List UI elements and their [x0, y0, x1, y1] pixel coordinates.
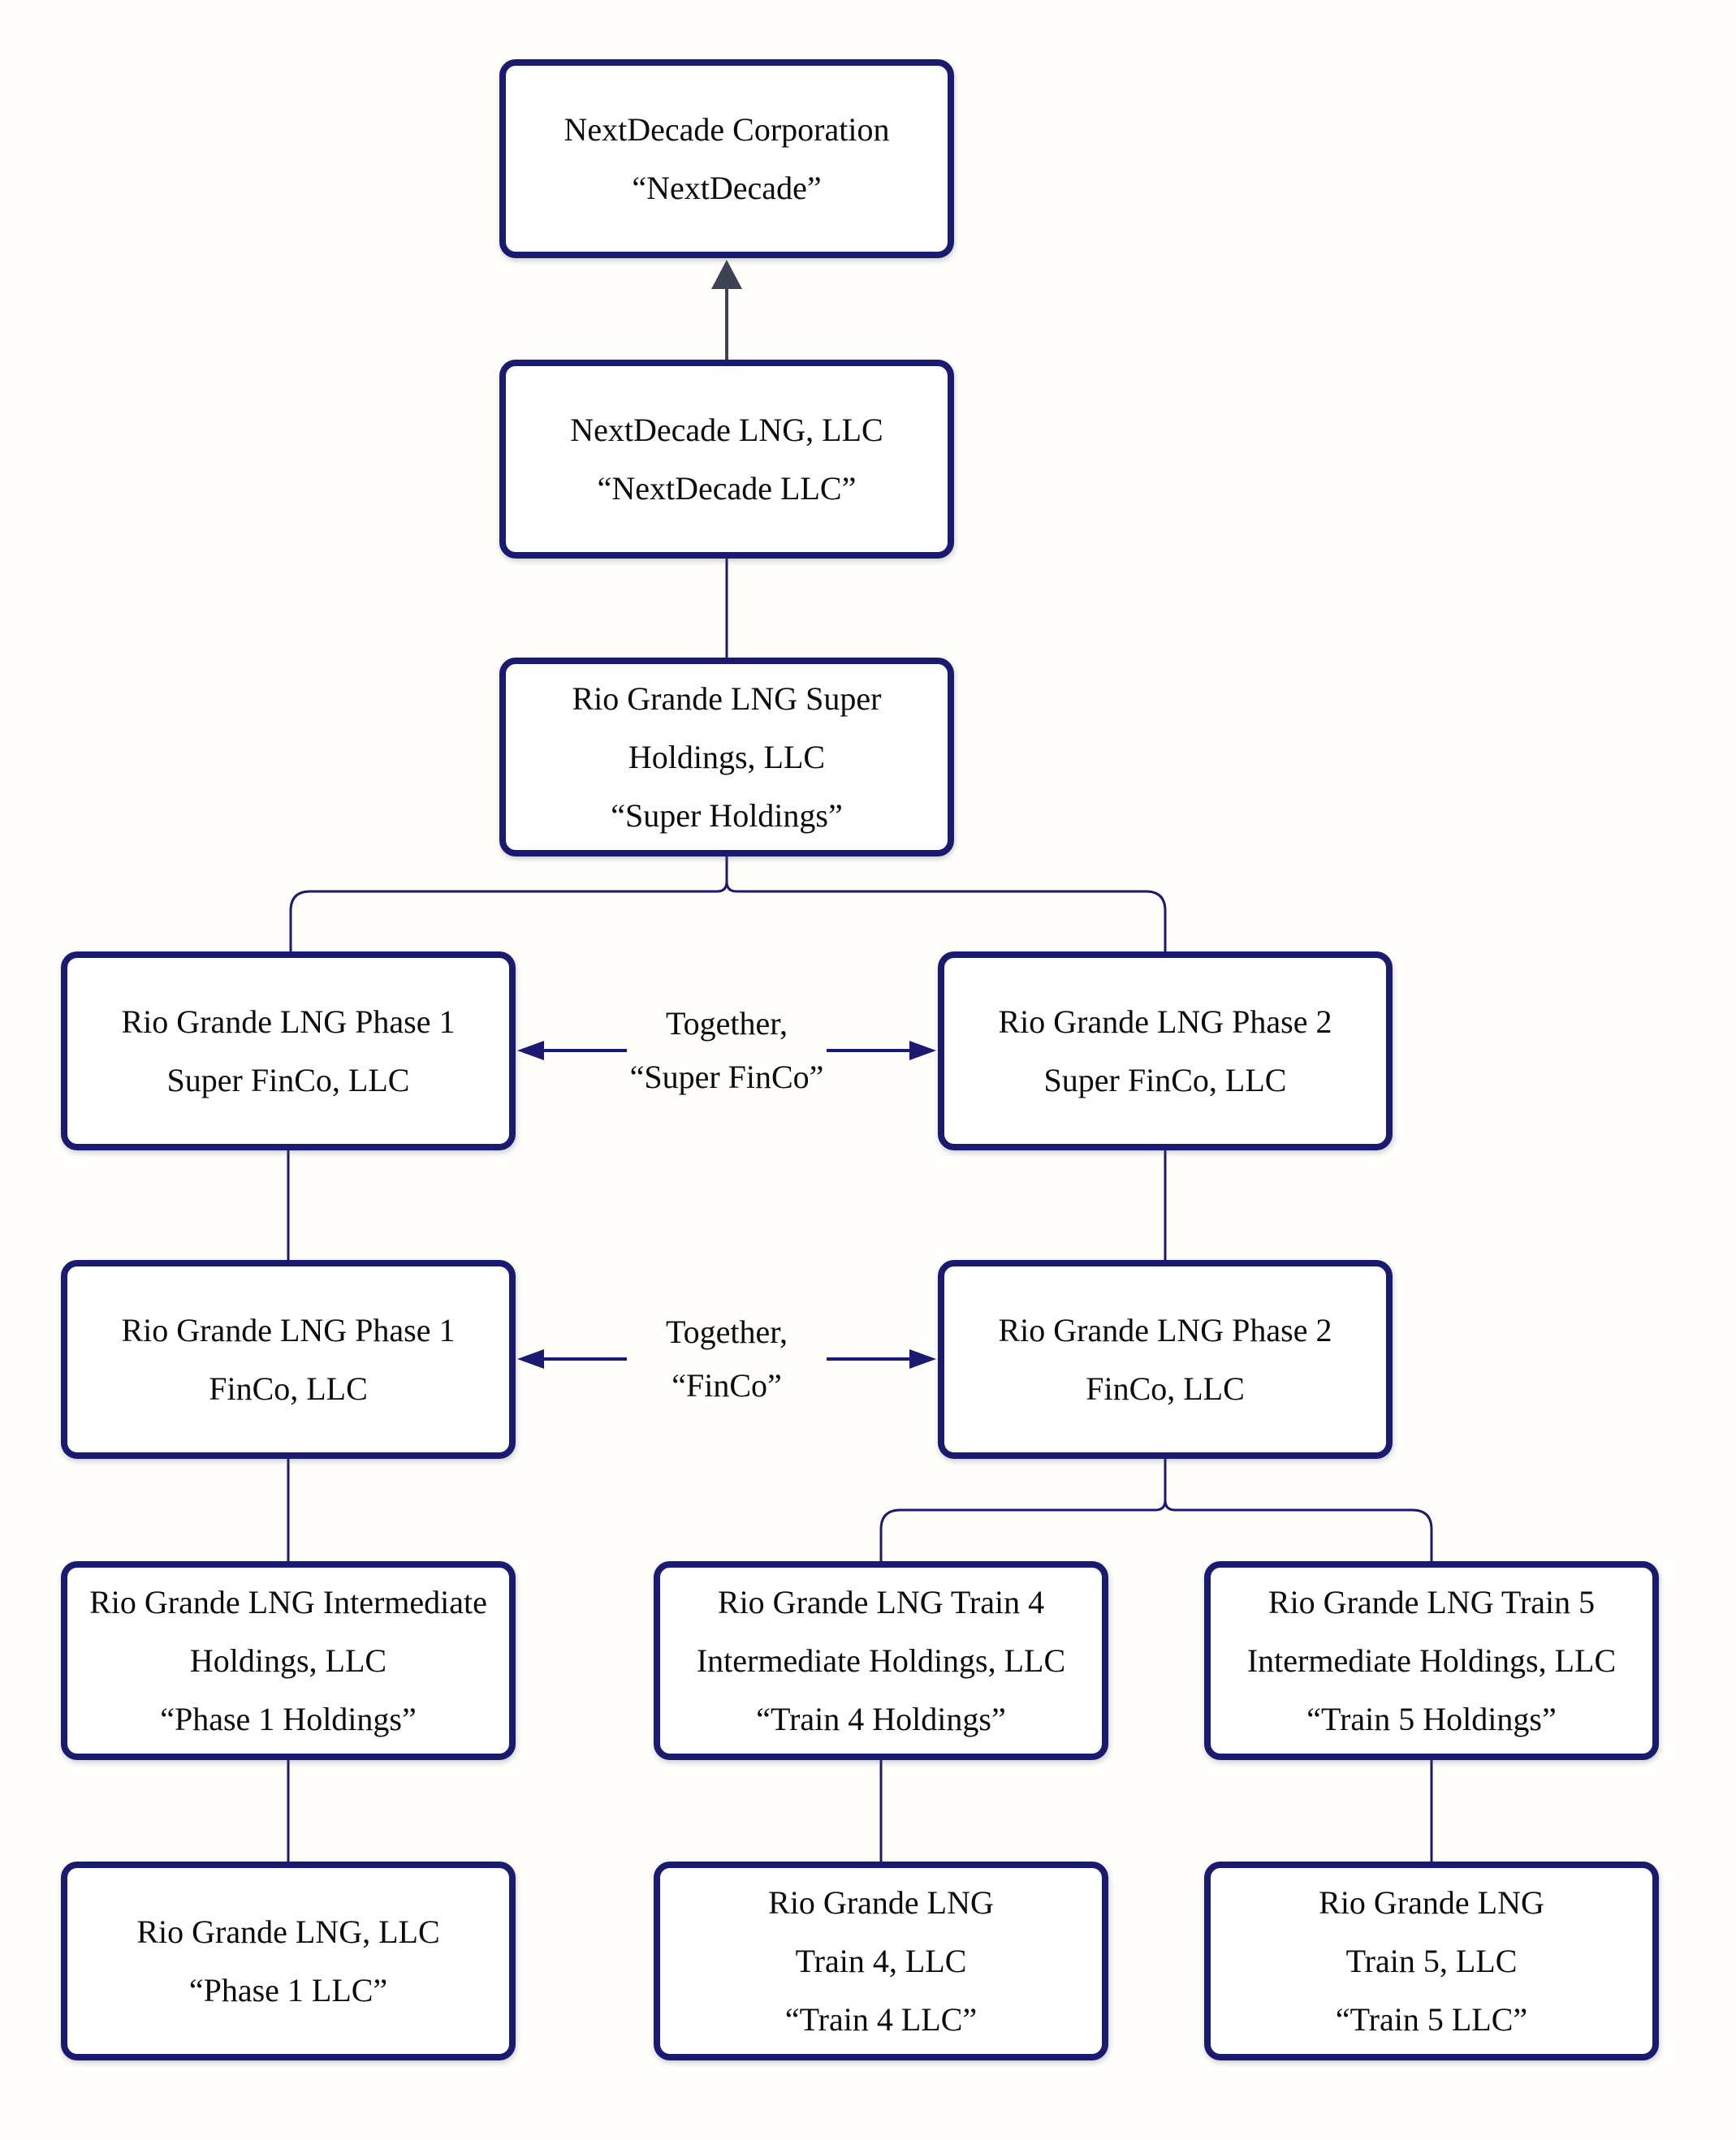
node-text-line: Intermediate Holdings, LLC	[1246, 1642, 1617, 1679]
node-text-line: Super FinCo, LLC	[166, 1061, 410, 1098]
node-text-line: “Phase 1 Holdings”	[160, 1700, 417, 1737]
together-text-line: Together,	[666, 1314, 788, 1350]
node-text-line: NextDecade Corporation	[564, 110, 890, 148]
together-text-line: Together,	[666, 1005, 788, 1042]
node-phase1-llc: Rio Grande LNG, LLC “Phase 1 LLC”	[61, 1862, 516, 2060]
node-text-line: Rio Grande LNG Train 5	[1267, 1583, 1596, 1620]
together-label-finco: Together, “FinCo”	[589, 1305, 865, 1413]
node-text-line: “Train 4 LLC”	[784, 2000, 978, 2038]
node-text-line: Rio Grande LNG Phase 2	[998, 1003, 1332, 1040]
ownership-arrow-up	[711, 260, 742, 360]
node-text-line: Train 5, LLC	[1345, 1942, 1518, 1979]
node-text-line: NextDecade LNG, LLC	[570, 411, 883, 448]
tree-connectors	[287, 559, 1433, 1862]
node-rg-lng-super-holdings: Rio Grande LNG Super Holdings, LLC “Supe…	[499, 658, 954, 856]
node-phase1-finco: Rio Grande LNG Phase 1 FinCo, LLC	[61, 1260, 516, 1459]
node-train5-holdings: Rio Grande LNG Train 5 Intermediate Hold…	[1204, 1561, 1659, 1760]
node-text-line: Rio Grande LNG Phase 1	[121, 1311, 456, 1348]
node-text-line: Rio Grande LNG Train 4	[717, 1583, 1045, 1620]
node-phase1-super-finco: Rio Grande LNG Phase 1 Super FinCo, LLC	[61, 951, 516, 1150]
node-text-line: Intermediate Holdings, LLC	[696, 1642, 1066, 1679]
node-text-line: Train 4, LLC	[795, 1942, 967, 1979]
together-text-line: “Super FinCo”	[629, 1059, 824, 1095]
node-text-line: Rio Grande LNG Phase 2	[998, 1311, 1332, 1348]
connector-p2finco-split	[879, 1459, 1433, 1561]
node-text-line: “Train 5 LLC”	[1335, 2000, 1528, 2038]
node-phase2-finco: Rio Grande LNG Phase 2 FinCo, LLC	[938, 1260, 1393, 1459]
node-text-line: “NextDecade LLC”	[597, 469, 857, 507]
node-nextdecade-corporation: NextDecade Corporation “NextDecade”	[499, 59, 954, 258]
node-text-line: Rio Grande LNG, LLC	[136, 1913, 440, 1950]
node-text-line: Rio Grande LNG	[768, 1883, 994, 1921]
node-text-line: “Train 4 Holdings”	[756, 1700, 1006, 1737]
node-phase1-holdings: Rio Grande LNG Intermediate Holdings, LL…	[61, 1561, 516, 1760]
node-text-line: “Train 5 Holdings”	[1306, 1700, 1557, 1737]
together-arrows-super-finco	[517, 1041, 936, 1060]
node-train4-llc: Rio Grande LNG Train 4, LLC “Train 4 LLC…	[654, 1862, 1108, 2060]
node-train4-holdings: Rio Grande LNG Train 4 Intermediate Hold…	[654, 1561, 1108, 1760]
node-text-line: Rio Grande LNG Super	[572, 680, 882, 717]
together-text-line: “FinCo”	[672, 1367, 782, 1404]
connector-superholdings-split	[289, 856, 1167, 951]
node-text-line: “Super Holdings”	[611, 796, 843, 834]
node-train5-llc: Rio Grande LNG Train 5, LLC “Train 5 LLC…	[1204, 1862, 1659, 2060]
node-text-line: “NextDecade”	[632, 169, 822, 206]
together-label-super-finco: Together, “Super FinCo”	[589, 997, 865, 1104]
node-text-line: Rio Grande LNG Intermediate	[89, 1583, 487, 1620]
node-text-line: Holdings, LLC	[189, 1642, 387, 1679]
node-phase2-super-finco: Rio Grande LNG Phase 2 Super FinCo, LLC	[938, 951, 1393, 1150]
together-arrows-finco	[517, 1349, 936, 1369]
node-text-line: FinCo, LLC	[209, 1370, 368, 1407]
node-text-line: Super FinCo, LLC	[1043, 1061, 1287, 1098]
node-text-line: Holdings, LLC	[628, 738, 826, 775]
node-text-line: Rio Grande LNG Phase 1	[121, 1003, 456, 1040]
node-text-line: “Phase 1 LLC”	[188, 1971, 388, 2008]
node-nextdecade-lng-llc: NextDecade LNG, LLC “NextDecade LLC”	[499, 360, 954, 559]
node-text-line: FinCo, LLC	[1086, 1370, 1245, 1407]
node-text-line: Rio Grande LNG	[1319, 1883, 1544, 1921]
